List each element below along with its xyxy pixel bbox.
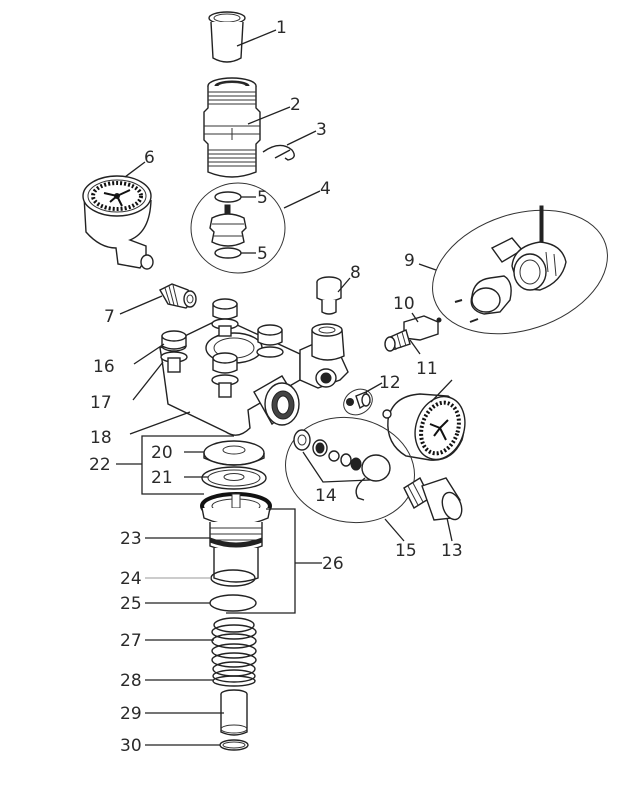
leader-6 xyxy=(124,161,146,178)
callout-5b: 5 xyxy=(257,244,268,264)
part-8-nipple xyxy=(316,276,342,315)
callout-28: 28 xyxy=(120,671,142,691)
part-6-pressure-gauge xyxy=(82,175,154,270)
callout-20: 20 xyxy=(151,443,173,463)
part-7-fitting xyxy=(159,283,197,309)
callout-18: 18 xyxy=(90,428,112,448)
leader-13 xyxy=(446,517,453,542)
leader-1 xyxy=(236,29,277,47)
leader-11 xyxy=(409,339,421,355)
callout-7: 7 xyxy=(104,307,115,327)
leader-16 xyxy=(133,343,165,365)
callout-13: 13 xyxy=(441,541,463,561)
callout-17: 17 xyxy=(90,393,112,413)
part-27-spring xyxy=(211,617,257,683)
callout-8: 8 xyxy=(350,263,361,283)
part-9-valve-head xyxy=(454,205,567,323)
callout-10: 10 xyxy=(393,294,415,314)
part-4-assembly-circle xyxy=(190,182,286,274)
callout-26: 26 xyxy=(322,554,344,574)
bolt-right xyxy=(256,324,284,358)
part-20-washer xyxy=(203,440,265,466)
part-10-11-barb-fitting xyxy=(384,315,442,352)
callout-22: 22 xyxy=(89,455,111,475)
part-9-assembly-circle xyxy=(432,209,608,335)
part-12-check-valve xyxy=(343,388,373,416)
callout-15: 15 xyxy=(395,541,417,561)
callout-11: 11 xyxy=(416,359,438,379)
part-3-clip xyxy=(262,144,295,161)
callout-9: 9 xyxy=(404,251,415,271)
callout-24: 24 xyxy=(120,569,142,589)
part-29-sleeve xyxy=(220,689,248,736)
callout-6: 6 xyxy=(144,148,155,168)
leader-15 xyxy=(384,518,405,542)
bolt-16 xyxy=(160,330,188,373)
callout-25: 25 xyxy=(120,594,142,614)
leader-4 xyxy=(283,190,321,209)
callout-12: 12 xyxy=(379,373,401,393)
part-18-valve-body xyxy=(159,298,349,436)
part-2-threaded-fitting xyxy=(203,77,261,178)
part-31-pressure-gauge xyxy=(382,393,466,461)
leader-8 xyxy=(337,277,351,293)
callout-4: 4 xyxy=(320,179,331,199)
callout-21: 21 xyxy=(151,468,173,488)
callout-5a: 5 xyxy=(257,188,268,208)
part-4-cartridge xyxy=(209,191,247,259)
bolt-front xyxy=(211,352,239,398)
leader-7 xyxy=(119,295,163,315)
callout-27: 27 xyxy=(120,631,142,651)
leader-18 xyxy=(129,411,191,435)
part-13-plug xyxy=(403,476,463,521)
bracket-22 xyxy=(116,435,234,495)
part-25-o-ring xyxy=(209,594,257,612)
part-21-diaphragm xyxy=(201,466,267,490)
leader-10 xyxy=(411,312,419,323)
callout-30: 30 xyxy=(120,736,142,756)
leader-17 xyxy=(132,361,164,401)
callout-14: 14 xyxy=(315,486,337,506)
leader-31 xyxy=(430,379,453,403)
callout-23: 23 xyxy=(120,529,142,549)
leader-12 xyxy=(365,382,383,393)
leader-9 xyxy=(418,263,437,271)
part-28-spring-seat xyxy=(212,675,256,687)
callout-2: 2 xyxy=(290,95,301,115)
leader-2 xyxy=(247,106,291,125)
leader-3 xyxy=(286,130,317,146)
part-14-seals xyxy=(293,429,391,501)
leader-14 xyxy=(302,451,371,483)
callout-29: 29 xyxy=(120,704,142,724)
part-23-piston xyxy=(200,492,272,583)
callout-1: 1 xyxy=(276,18,287,38)
callout-16: 16 xyxy=(93,357,115,377)
part-1-sleeve xyxy=(208,11,246,63)
callout-3: 3 xyxy=(316,120,327,140)
bracket-26 xyxy=(226,508,322,614)
bolt-top xyxy=(211,298,239,337)
